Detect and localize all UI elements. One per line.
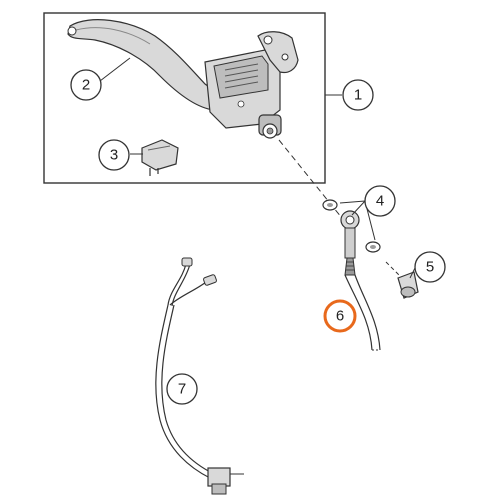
- svg-text:6: 6: [336, 308, 344, 325]
- svg-text:7: 7: [178, 381, 186, 398]
- callout-3: 3: [98, 139, 130, 171]
- banjo-bolt: [385, 261, 419, 299]
- svg-text:2: 2: [82, 77, 90, 94]
- assembly-box: [43, 12, 326, 184]
- callout-6-highlighted: 6: [323, 299, 357, 333]
- callout-4: 4: [364, 185, 396, 217]
- svg-text:3: 3: [110, 147, 118, 164]
- callout-5: 5: [414, 251, 446, 283]
- svg-text:4: 4: [376, 193, 384, 210]
- assembly-centerline: [278, 139, 351, 229]
- switch: [141, 139, 179, 176]
- master-cylinder: [204, 31, 299, 139]
- clutch-line: [340, 210, 381, 351]
- callout-2: 2: [70, 69, 102, 101]
- wiring-harness: [155, 257, 244, 495]
- washers: [322, 199, 381, 253]
- callout-7: 7: [166, 373, 198, 405]
- callout-1: 1: [342, 79, 374, 111]
- clutch-lever: [67, 19, 223, 111]
- svg-text:5: 5: [426, 259, 434, 276]
- svg-text:1: 1: [354, 87, 362, 104]
